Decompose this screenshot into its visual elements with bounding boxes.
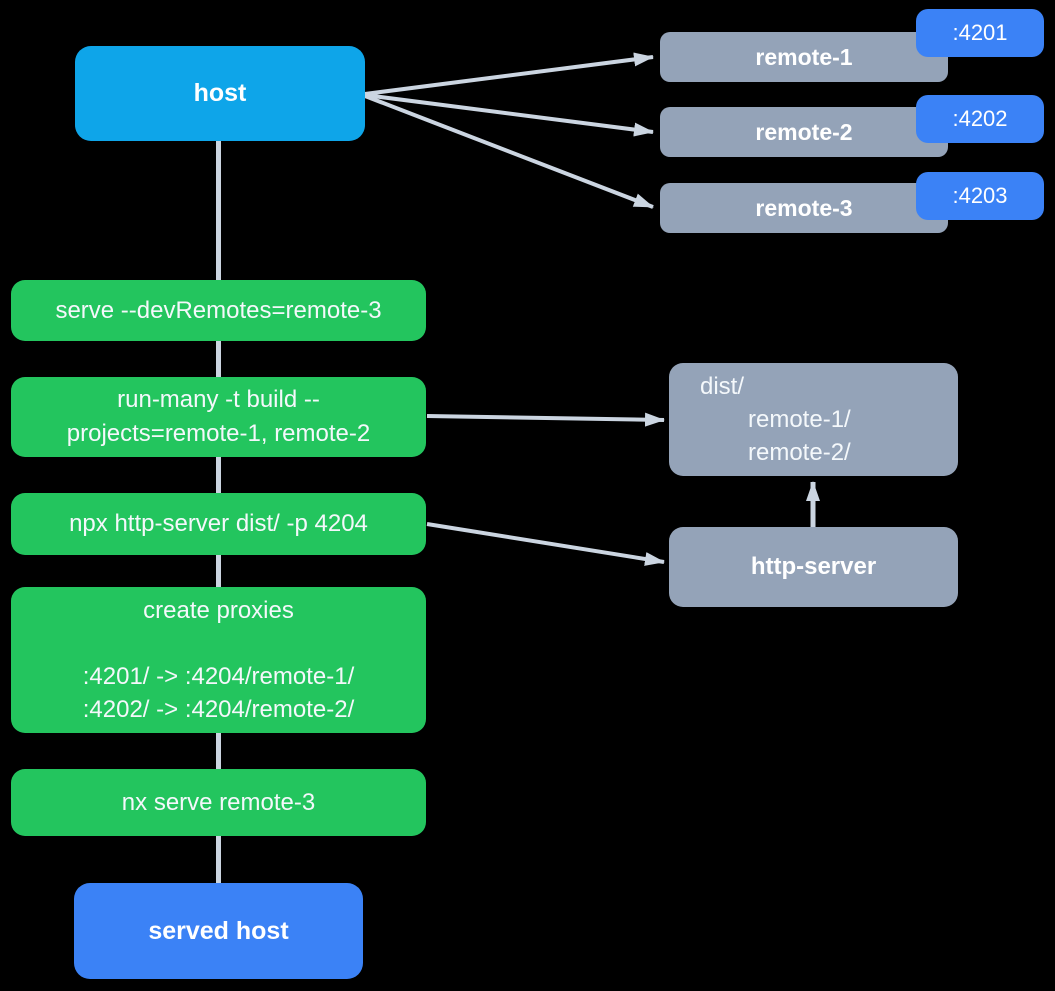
command-nx-serve-remote-3: nx serve remote-3 [11, 769, 426, 836]
create-proxies-title: create proxies [143, 596, 294, 624]
served-host-node: served host [74, 883, 363, 979]
dist-folder-remote-1: remote-1/ [748, 405, 851, 433]
arrow-host-to-remote-1 [364, 52, 654, 96]
http-server-label: http-server [750, 553, 877, 580]
port-4202-label: :4202 [952, 106, 1008, 131]
remote-1-node: remote-1 [660, 32, 948, 82]
remote-3-node: remote-3 [660, 183, 948, 233]
command-serve-devremotes: serve --devRemotes=remote-3 [11, 280, 426, 341]
command-npx-http-server: npx http-server dist/ -p 4204 [11, 493, 426, 555]
port-badge-4201: :4201 [916, 9, 1044, 57]
remote-3-label: remote-3 [755, 194, 853, 221]
dist-folder-root: dist/ [700, 372, 745, 400]
host-label: host [193, 79, 247, 107]
command-nx-serve-text: nx serve remote-3 [121, 788, 316, 816]
proxy-mapping-4202: :4202/ -> :4204/remote-2/ [82, 695, 355, 723]
host-node: host [75, 46, 365, 141]
port-badge-4203: :4203 [916, 172, 1044, 220]
port-4201-label: :4201 [952, 20, 1008, 45]
http-server-node: http-server [669, 527, 958, 607]
arrow-run-many-to-dist [426, 412, 665, 427]
proxy-mapping-4201: :4201/ -> :4204/remote-1/ [82, 662, 355, 690]
dist-folder-node: dist/ remote-1/ remote-2/ [669, 363, 958, 476]
port-4203-label: :4203 [952, 183, 1008, 208]
command-run-many-line-1: run-many -t build -- [117, 386, 320, 413]
remote-1-label: remote-1 [755, 43, 853, 70]
remote-2-label: remote-2 [755, 118, 853, 145]
dist-folder-remote-2: remote-2/ [748, 438, 851, 466]
command-npx-http-server-text: npx http-server dist/ -p 4204 [69, 510, 368, 537]
command-run-many-line-2: projects=remote-1, remote-2 [66, 420, 371, 447]
arrow-host-to-remote-3 [364, 94, 654, 209]
command-create-proxies: create proxies :4201/ -> :4204/remote-1/… [11, 587, 426, 733]
arrow-npx-to-http-server [426, 522, 665, 566]
served-host-label: served host [148, 916, 289, 945]
remote-2-node: remote-2 [660, 107, 948, 157]
command-serve-text: serve --devRemotes=remote-3 [55, 296, 382, 324]
arrow-host-to-remote-2 [364, 93, 654, 137]
command-run-many-build: run-many -t build -- projects=remote-1, … [11, 377, 426, 457]
port-badge-4202: :4202 [916, 95, 1044, 143]
